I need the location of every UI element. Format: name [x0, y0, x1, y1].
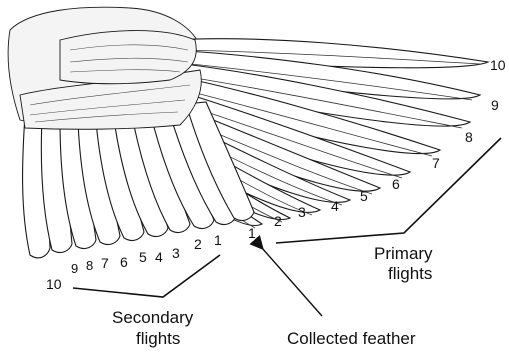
secondary-number-9: 9 — [71, 261, 78, 276]
primary-number-5: 5 — [360, 188, 368, 204]
collected-feather-label: Collected feather — [287, 329, 416, 348]
secondary-label-line1: Secondary — [112, 308, 194, 327]
primary-label-line1: Primary — [374, 244, 433, 263]
primary-number-9: 9 — [491, 97, 499, 113]
primary-number-6: 6 — [392, 176, 400, 192]
primary-number-4: 4 — [331, 198, 339, 214]
secondary-number-6: 6 — [120, 254, 128, 270]
primary-number-2: 2 — [274, 213, 282, 229]
primary-number-7: 7 — [432, 155, 440, 171]
arrow-icon — [262, 248, 322, 316]
primary-label-line2: flights — [388, 264, 432, 283]
secondary-label-line2: flights — [136, 329, 180, 348]
secondary-number-8: 8 — [86, 258, 93, 273]
secondary-number-1: 1 — [214, 232, 222, 248]
secondary-number-3: 3 — [172, 245, 180, 261]
primary-number-10: 10 — [490, 57, 506, 73]
secondary-number-2: 2 — [194, 236, 202, 252]
primary-number-1: 1 — [248, 225, 256, 241]
secondary-number-10: 10 — [46, 276, 62, 292]
primary-number-3: 3 — [298, 204, 306, 220]
secondary-number-4: 4 — [155, 249, 163, 265]
secondary-number-5: 5 — [139, 249, 147, 265]
secondary-number-7: 7 — [101, 255, 109, 271]
secondary-numbers: 1 2 3 4 5 6 7 8 9 10 — [46, 232, 222, 292]
primary-number-8: 8 — [465, 129, 473, 145]
